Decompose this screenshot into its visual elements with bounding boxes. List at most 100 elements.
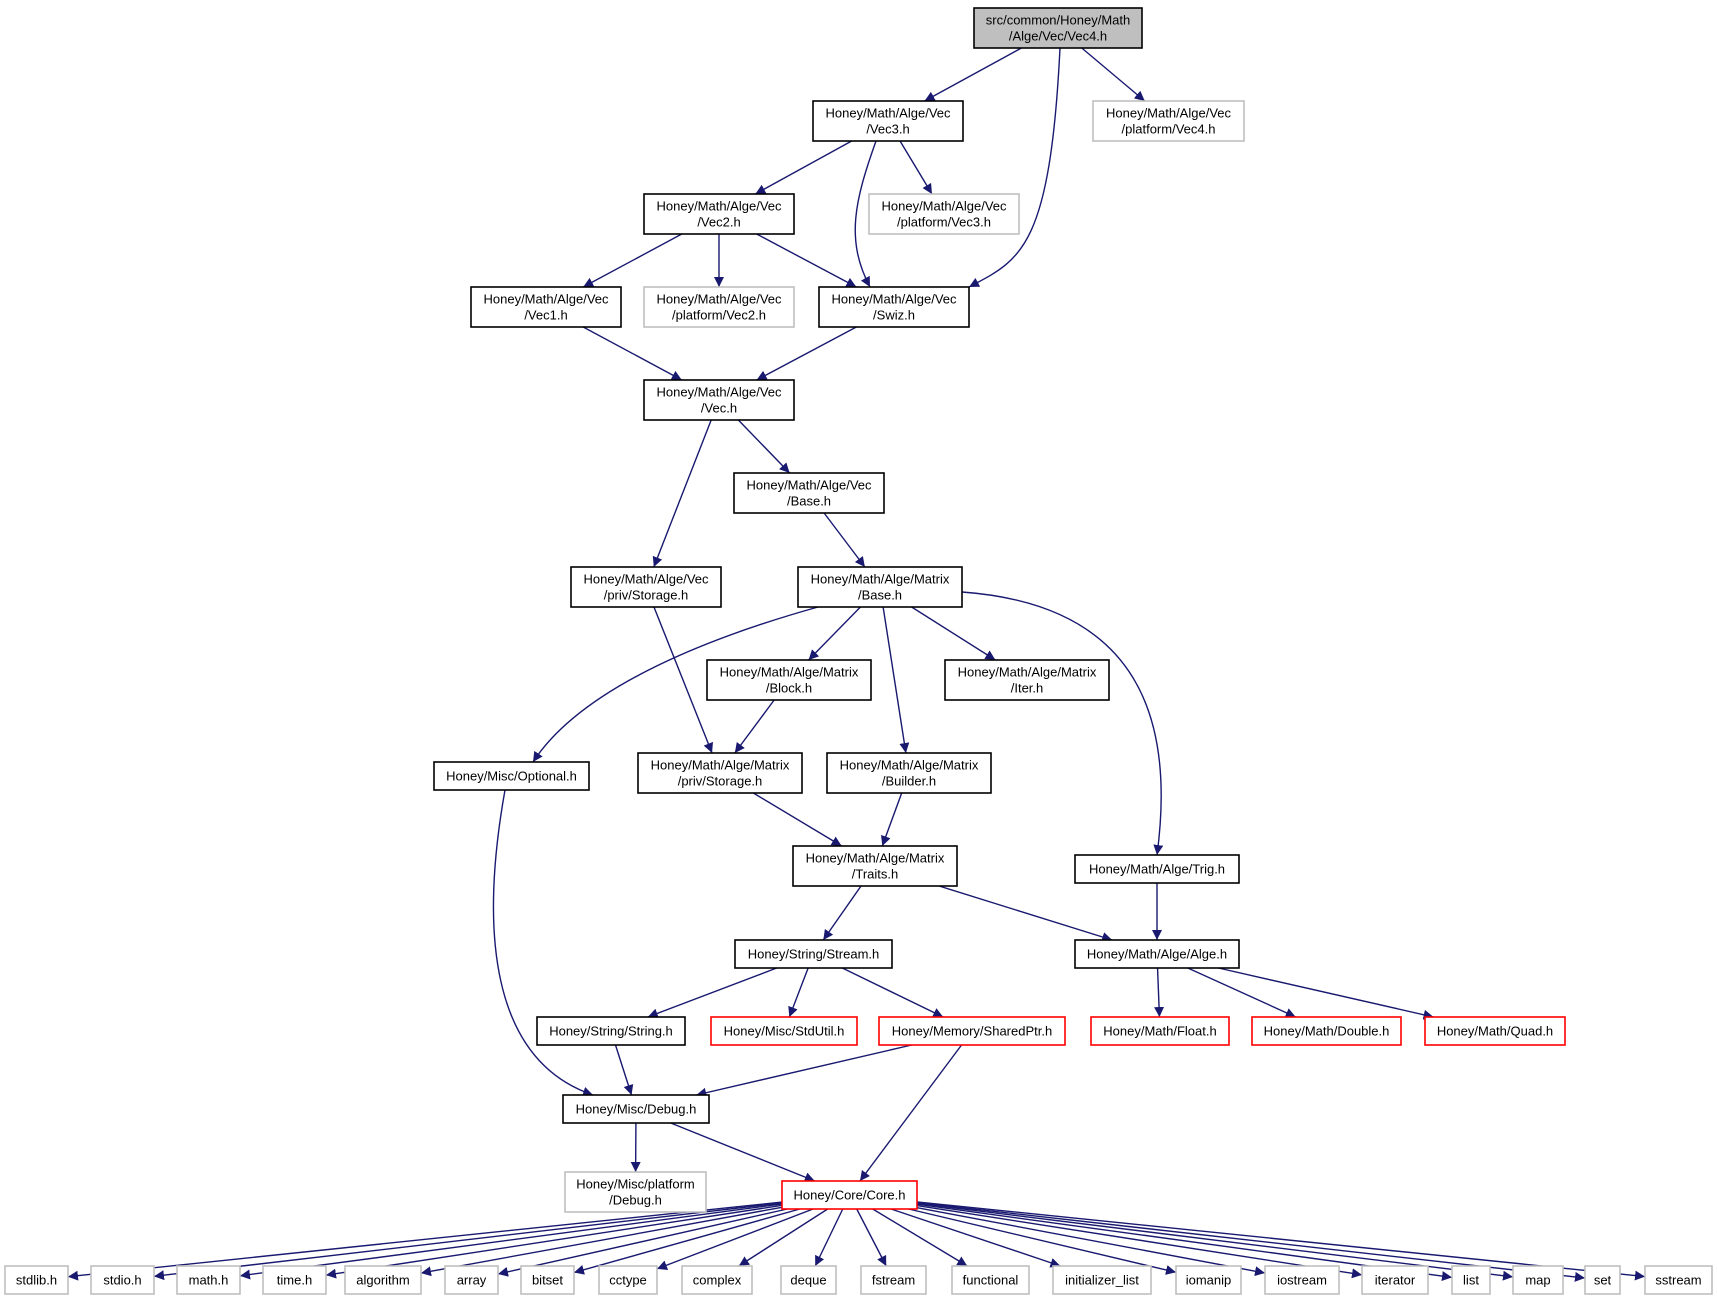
node-box bbox=[262, 1265, 327, 1295]
node-label: /Swiz.h bbox=[873, 308, 915, 323]
edge-core-to-iterator bbox=[916, 1204, 1363, 1279]
node-box bbox=[951, 1265, 1030, 1295]
node-box bbox=[4, 1265, 69, 1295]
node-string[interactable]: Honey/String/String.h bbox=[536, 1016, 686, 1046]
node-label: /Vec2.h bbox=[697, 215, 740, 230]
node-vec4[interactable]: src/common/Honey/Math/Alge/Vec/Vec4.h bbox=[973, 7, 1143, 49]
node-box bbox=[826, 752, 992, 794]
edge-mbase-to-opt bbox=[532, 606, 819, 763]
node-label: Honey/Math/Alge/Alge.h bbox=[1087, 947, 1227, 962]
node-label: math.h bbox=[189, 1273, 229, 1288]
node-box bbox=[681, 1265, 753, 1295]
node-label: Honey/String/String.h bbox=[549, 1024, 673, 1039]
node-label: /priv/Storage.h bbox=[678, 774, 763, 789]
node-label: /priv/Storage.h bbox=[604, 588, 689, 603]
node-box bbox=[598, 1265, 658, 1295]
edge-core-to-array bbox=[497, 1208, 788, 1277]
node-sptr[interactable]: Honey/Memory/SharedPtr.h bbox=[878, 1016, 1066, 1046]
node-label: /Traits.h bbox=[852, 867, 898, 882]
node-bitset: bitset bbox=[520, 1265, 575, 1295]
node-label: /platform/Vec4.h bbox=[1122, 122, 1216, 137]
edge-core-to-sstream bbox=[916, 1201, 1646, 1281]
node-vbase[interactable]: Honey/Math/Alge/Vec/Base.h bbox=[733, 472, 885, 514]
node-box bbox=[1584, 1265, 1621, 1295]
node-iomanip: iomanip bbox=[1175, 1265, 1242, 1295]
node-label: Honey/Math/Alge/Vec bbox=[825, 106, 951, 121]
node-vec[interactable]: Honey/Math/Alge/Vec/Vec.h bbox=[643, 379, 795, 421]
node-vec3[interactable]: Honey/Math/Alge/Vec/Vec3.h bbox=[812, 100, 964, 142]
edge-traits-to-stream bbox=[822, 885, 862, 941]
node-float[interactable]: Honey/Math/Float.h bbox=[1090, 1016, 1230, 1046]
node-swiz[interactable]: Honey/Math/Alge/Vec/Swiz.h bbox=[818, 286, 970, 328]
node-algorithm: algorithm bbox=[344, 1265, 422, 1295]
node-box bbox=[1090, 1016, 1230, 1046]
node-initlist: initializer_list bbox=[1052, 1265, 1152, 1295]
node-box bbox=[781, 1180, 918, 1210]
edge-core-to-initlist bbox=[890, 1208, 1061, 1268]
node-quad[interactable]: Honey/Math/Quad.h bbox=[1424, 1016, 1566, 1046]
node-block[interactable]: Honey/Math/Alge/Matrix/Block.h bbox=[706, 659, 872, 701]
node-label: iomanip bbox=[1186, 1273, 1232, 1288]
node-mstor[interactable]: Honey/Math/Alge/Matrix/priv/Storage.h bbox=[637, 752, 803, 794]
edge-opt-to-debug bbox=[492, 789, 594, 1097]
node-label: Honey/Misc/Debug.h bbox=[576, 1102, 697, 1117]
edge-vec4-to-pvec4 bbox=[1081, 47, 1146, 102]
edge-vec2-to-swiz bbox=[756, 233, 857, 288]
node-box bbox=[570, 566, 722, 608]
node-trig[interactable]: Honey/Math/Alge/Trig.h bbox=[1074, 854, 1240, 884]
node-box bbox=[973, 7, 1143, 49]
edge-core-to-time bbox=[325, 1204, 783, 1279]
node-pvec3: Honey/Math/Alge/Vec/platform/Vec3.h bbox=[868, 193, 1020, 235]
node-box bbox=[433, 761, 590, 791]
node-box bbox=[444, 1265, 499, 1295]
node-iostream: iostream bbox=[1264, 1265, 1340, 1295]
node-stream[interactable]: Honey/String/Stream.h bbox=[734, 939, 893, 969]
node-traits[interactable]: Honey/Math/Alge/Matrix/Traits.h bbox=[792, 845, 958, 887]
node-label: /Iter.h bbox=[1011, 681, 1044, 696]
edge-vbase-to-mbase bbox=[823, 512, 866, 568]
node-box bbox=[1264, 1265, 1340, 1295]
node-mbase[interactable]: Honey/Math/Alge/Matrix/Base.h bbox=[797, 566, 963, 608]
node-pdebug: Honey/Misc/platform/Debug.h bbox=[564, 1171, 707, 1213]
node-vec1[interactable]: Honey/Math/Alge/Vec/Vec1.h bbox=[470, 286, 622, 328]
node-box bbox=[1074, 939, 1240, 969]
node-layer: src/common/Honey/Math/Alge/Vec/Vec4.hHon… bbox=[4, 7, 1713, 1295]
node-pvec2: Honey/Math/Alge/Vec/platform/Vec2.h bbox=[643, 286, 795, 328]
edge-sptr-to-debug bbox=[696, 1044, 912, 1098]
node-stdutil[interactable]: Honey/Misc/StdUtil.h bbox=[710, 1016, 858, 1046]
edge-vstor-to-mstor bbox=[653, 606, 713, 754]
node-label: Honey/Math/Alge/Vec bbox=[1106, 106, 1232, 121]
node-stdlib: stdlib.h bbox=[4, 1265, 69, 1295]
node-box bbox=[818, 286, 970, 328]
node-sstream: sstream bbox=[1644, 1265, 1713, 1295]
node-box bbox=[710, 1016, 858, 1046]
node-iter[interactable]: Honey/Math/Alge/Matrix/Iter.h bbox=[944, 659, 1110, 701]
node-alge[interactable]: Honey/Math/Alge/Alge.h bbox=[1074, 939, 1240, 969]
node-label: Honey/Math/Double.h bbox=[1264, 1024, 1390, 1039]
node-core[interactable]: Honey/Core/Core.h bbox=[781, 1180, 918, 1210]
node-box bbox=[643, 379, 795, 421]
edge-traits-to-alge bbox=[938, 885, 1113, 942]
edge-build-to-traits bbox=[881, 792, 903, 847]
node-double[interactable]: Honey/Math/Double.h bbox=[1251, 1016, 1402, 1046]
node-complex: complex bbox=[681, 1265, 753, 1295]
edge-core-to-deque bbox=[814, 1208, 844, 1267]
node-vstor[interactable]: Honey/Math/Alge/Vec/priv/Storage.h bbox=[570, 566, 722, 608]
node-debug[interactable]: Honey/Misc/Debug.h bbox=[562, 1094, 710, 1124]
node-functional: functional bbox=[951, 1265, 1030, 1295]
node-label: /platform/Vec3.h bbox=[897, 215, 991, 230]
node-vec2[interactable]: Honey/Math/Alge/Vec/Vec2.h bbox=[643, 193, 795, 235]
node-box bbox=[643, 193, 795, 235]
node-label: Honey/Math/Alge/Vec bbox=[831, 292, 957, 307]
edge-mbase-to-iter bbox=[911, 606, 996, 661]
node-opt[interactable]: Honey/Misc/Optional.h bbox=[433, 761, 590, 791]
node-box bbox=[176, 1265, 241, 1295]
node-label: map bbox=[1525, 1273, 1550, 1288]
edge-vec3-to-vec2 bbox=[755, 140, 852, 195]
node-label: Honey/Math/Alge/Vec bbox=[881, 199, 1007, 214]
node-label: iostream bbox=[1277, 1273, 1327, 1288]
node-build[interactable]: Honey/Math/Alge/Matrix/Builder.h bbox=[826, 752, 992, 794]
node-label: array bbox=[457, 1273, 487, 1288]
edge-alge-to-double bbox=[1187, 967, 1296, 1018]
node-box bbox=[344, 1265, 422, 1295]
